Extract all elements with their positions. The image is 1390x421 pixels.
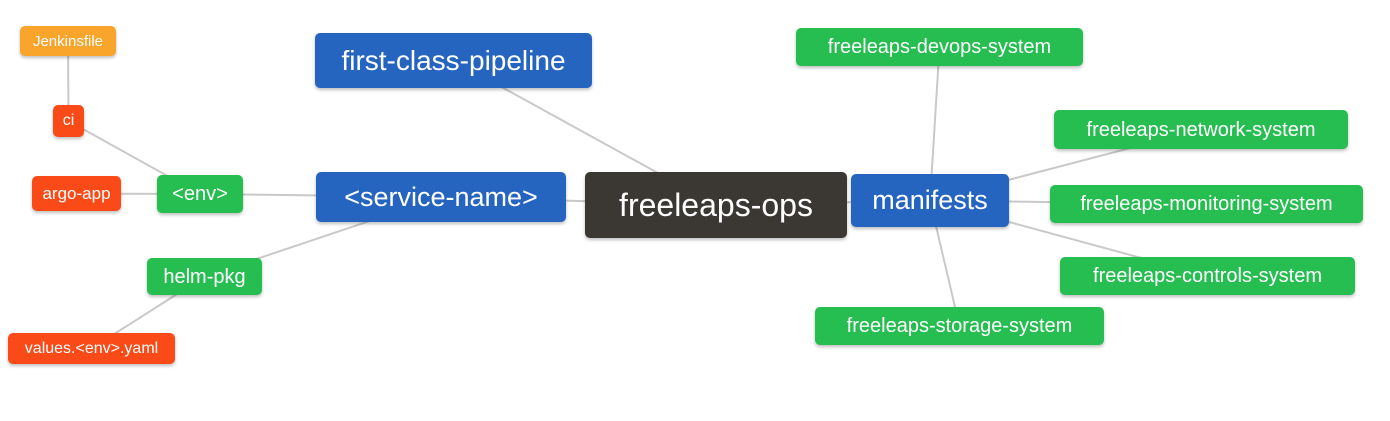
- node-freeleaps-ops[interactable]: freeleaps-ops: [585, 172, 847, 238]
- node-jenkinsfile[interactable]: Jenkinsfile: [20, 26, 116, 56]
- node-freeleaps-storage-system[interactable]: freeleaps-storage-system: [815, 307, 1104, 345]
- node-freeleaps-devops-system[interactable]: freeleaps-devops-system: [796, 28, 1083, 66]
- node-freeleaps-network-system[interactable]: freeleaps-network-system: [1054, 110, 1348, 149]
- node-argo-app[interactable]: argo-app: [32, 176, 121, 211]
- node-ci[interactable]: ci: [53, 105, 84, 137]
- node-service-name[interactable]: <service-name>: [316, 172, 566, 222]
- node-env[interactable]: <env>: [157, 175, 243, 213]
- node-first-class-pipeline[interactable]: first-class-pipeline: [315, 33, 592, 88]
- node-freeleaps-monitoring-system[interactable]: freeleaps-monitoring-system: [1050, 185, 1363, 223]
- node-values-env-yaml[interactable]: values.<env>.yaml: [8, 333, 175, 364]
- node-freeleaps-controls-system[interactable]: freeleaps-controls-system: [1060, 257, 1355, 295]
- node-manifests[interactable]: manifests: [851, 174, 1009, 227]
- node-helm-pkg[interactable]: helm-pkg: [147, 258, 262, 295]
